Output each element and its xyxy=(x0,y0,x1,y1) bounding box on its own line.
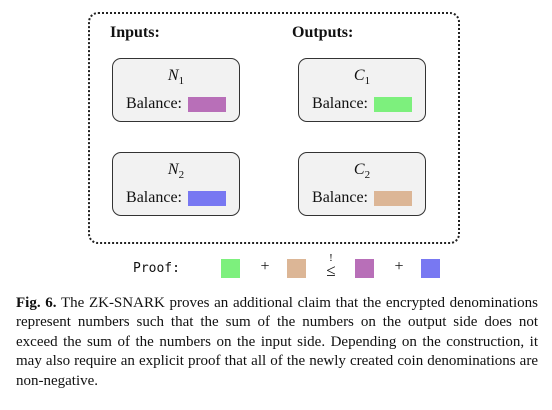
output-coin-c1: C1 Balance: xyxy=(298,58,426,122)
proof-swatch-purple xyxy=(355,259,374,278)
leq-check-symbol: ! ≤ xyxy=(326,252,336,280)
figure-label: Fig. 6. xyxy=(16,295,57,311)
output-coin-c2-balance: Balance: xyxy=(299,189,425,207)
input-note-n2-balance: Balance: xyxy=(113,189,239,207)
input-note-n2-name: N2 xyxy=(167,161,185,182)
output-coin-c1-balance: Balance: xyxy=(299,95,425,113)
balance-label: Balance: xyxy=(312,189,368,206)
plus-sign: + xyxy=(394,258,404,275)
output-coin-c2-name: C2 xyxy=(353,161,371,182)
output-coin-c2: C2 Balance: xyxy=(298,152,426,216)
output-coin-c1-name: C1 xyxy=(353,67,371,88)
balance-swatch-tan xyxy=(373,190,412,206)
figure-caption: Fig. 6. The ZK-SNARK proves an additiona… xyxy=(16,294,538,391)
balance-swatch-purple xyxy=(187,96,226,112)
proof-label: Proof: xyxy=(133,261,180,276)
balance-swatch-green xyxy=(373,96,412,112)
proof-swatch-blue xyxy=(421,259,440,278)
input-note-n2: N2 Balance: xyxy=(112,152,240,216)
caption-text: The ZK-SNARK proves an additional claim … xyxy=(16,295,538,389)
proof-equation: Proof: + ! ≤ + xyxy=(0,253,552,280)
balance-label: Balance: xyxy=(126,95,182,112)
transaction-frame xyxy=(88,12,460,244)
balance-label: Balance: xyxy=(312,95,368,112)
balance-swatch-blue xyxy=(187,190,226,206)
input-note-n1-balance: Balance: xyxy=(113,95,239,113)
balance-label: Balance: xyxy=(126,189,182,206)
input-note-n1-name: N1 xyxy=(167,67,185,88)
outputs-heading: Outputs: xyxy=(292,24,354,41)
proof-swatch-green xyxy=(221,259,240,278)
input-note-n1: N1 Balance: xyxy=(112,58,240,122)
proof-swatch-tan xyxy=(287,259,306,278)
inputs-heading: Inputs: xyxy=(110,24,160,41)
plus-sign: + xyxy=(260,258,270,275)
